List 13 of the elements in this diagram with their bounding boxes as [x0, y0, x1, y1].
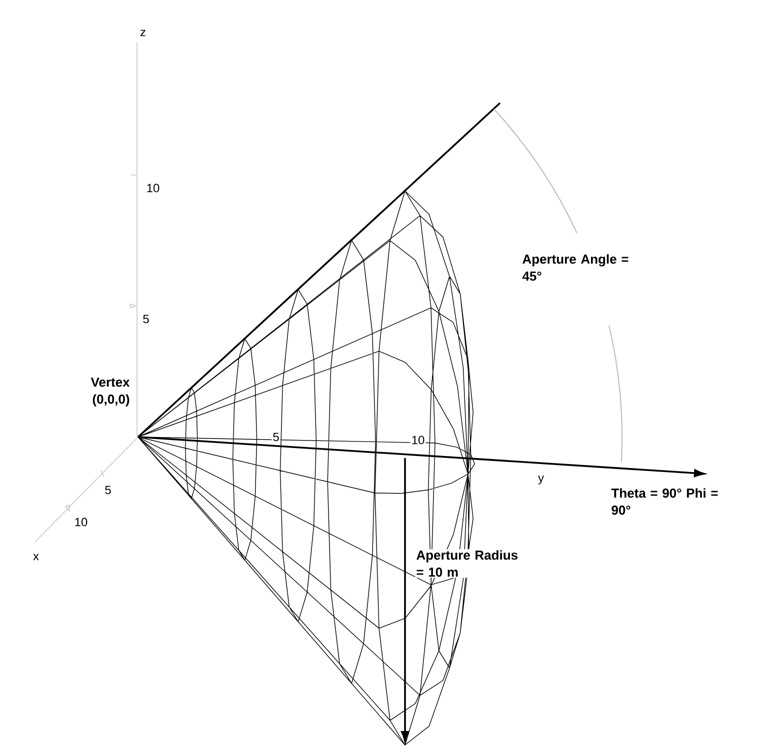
axis-tick-label: 10: [410, 434, 426, 446]
axis-tick-label: 5: [272, 432, 280, 442]
annotation-text: Vertex (0,0,0): [90, 378, 130, 406]
axis-label: x: [32, 552, 40, 562]
annotation-text: Aperture Radius = 10 m: [415, 549, 526, 578]
annotation-text: Aperture Angle = 45°: [521, 253, 632, 282]
annotation-text: Theta = 90° Phi = 90°: [610, 487, 720, 516]
axis-label: y: [537, 474, 545, 486]
axis-tick-label: 10: [145, 182, 161, 194]
axis-tick-label: 5: [104, 484, 112, 496]
axis-label: z: [139, 28, 147, 38]
axis-tick-label: 10: [73, 516, 89, 528]
axis-tick-label: 5: [142, 314, 150, 324]
